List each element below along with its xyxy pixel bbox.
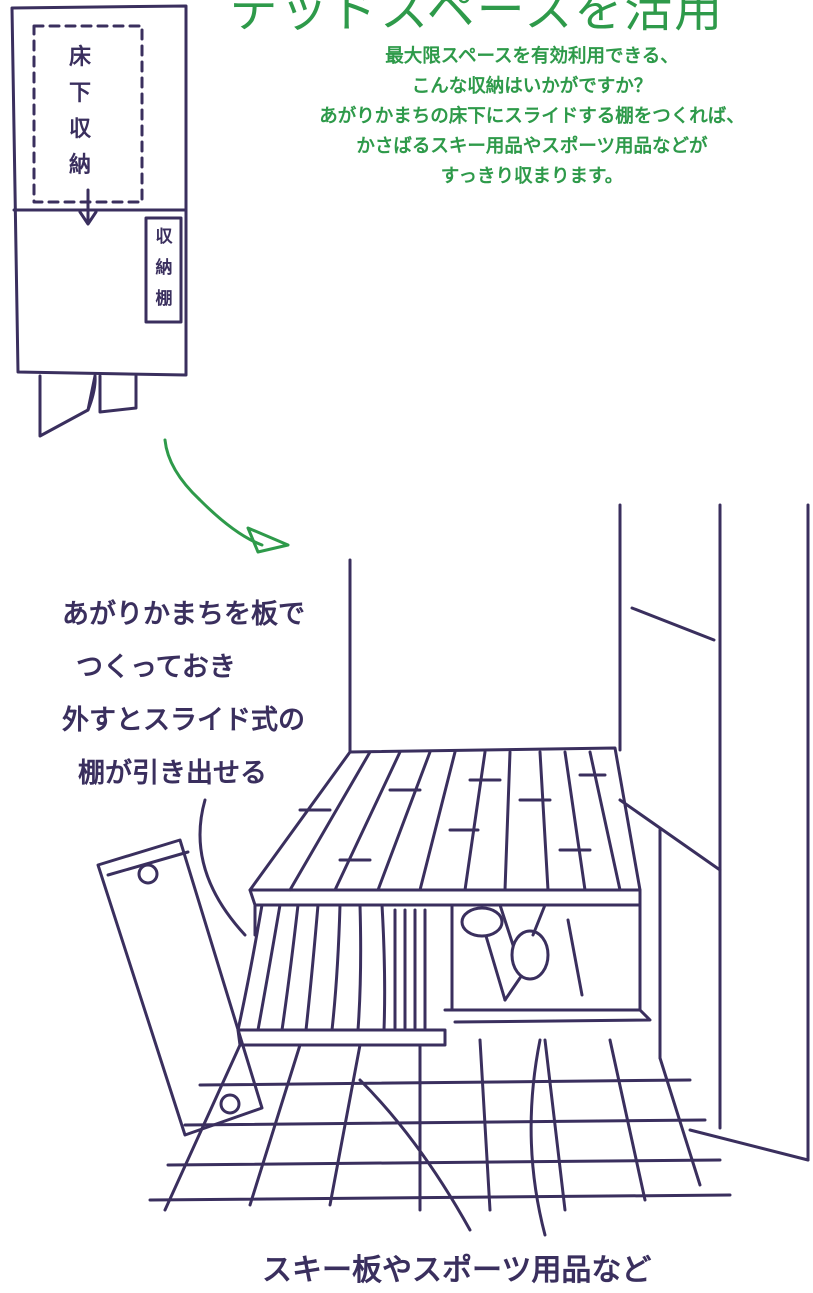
label-char: 収 <box>155 227 173 247</box>
entryway-drawing <box>96 503 810 1237</box>
intro-line: 最大限スペースを有効利用できる、 <box>385 46 679 67</box>
label-char: 納 <box>68 153 91 178</box>
floor-plan <box>10 4 188 438</box>
arrow-icon <box>163 438 290 554</box>
intro-line: こんな収納はいかがですか？ <box>411 76 653 97</box>
annotation-note: あがりかまちを板で つくっておき 外すとスライド式の 棚が引き出せる <box>62 588 305 800</box>
bottom-caption: スキー板やスポーツ用品など <box>262 1253 652 1288</box>
annotation-line: つくっておき <box>76 652 236 683</box>
label-char: 納 <box>155 258 173 278</box>
annotation-line: あがりかまちを板で <box>62 599 305 630</box>
intro-line: あがりかまちの床下にスライドする棚をつくれば、 <box>319 106 745 127</box>
intro-text: 最大限スペースを有効利用できる、 こんな収納はいかがですか？ あがりかまちの床下… <box>232 42 813 192</box>
page-title: デッドスペースを活用 <box>230 0 725 38</box>
storage-cabinet-label: 収 納 棚 <box>148 222 180 315</box>
intro-line: すっきり収まります。 <box>440 166 624 187</box>
annotation-line: 外すとスライド式の <box>62 705 305 736</box>
label-char: 下 <box>68 81 91 106</box>
annotation-line: 棚が引き出せる <box>78 758 267 789</box>
label-char: 棚 <box>155 289 173 309</box>
intro-line: かさばるスキー用品やスポーツ用品などが <box>356 136 708 157</box>
underfloor-storage-label: 床 下 収 納 <box>62 40 98 184</box>
label-char: 床 <box>68 45 91 70</box>
label-char: 収 <box>68 117 91 142</box>
